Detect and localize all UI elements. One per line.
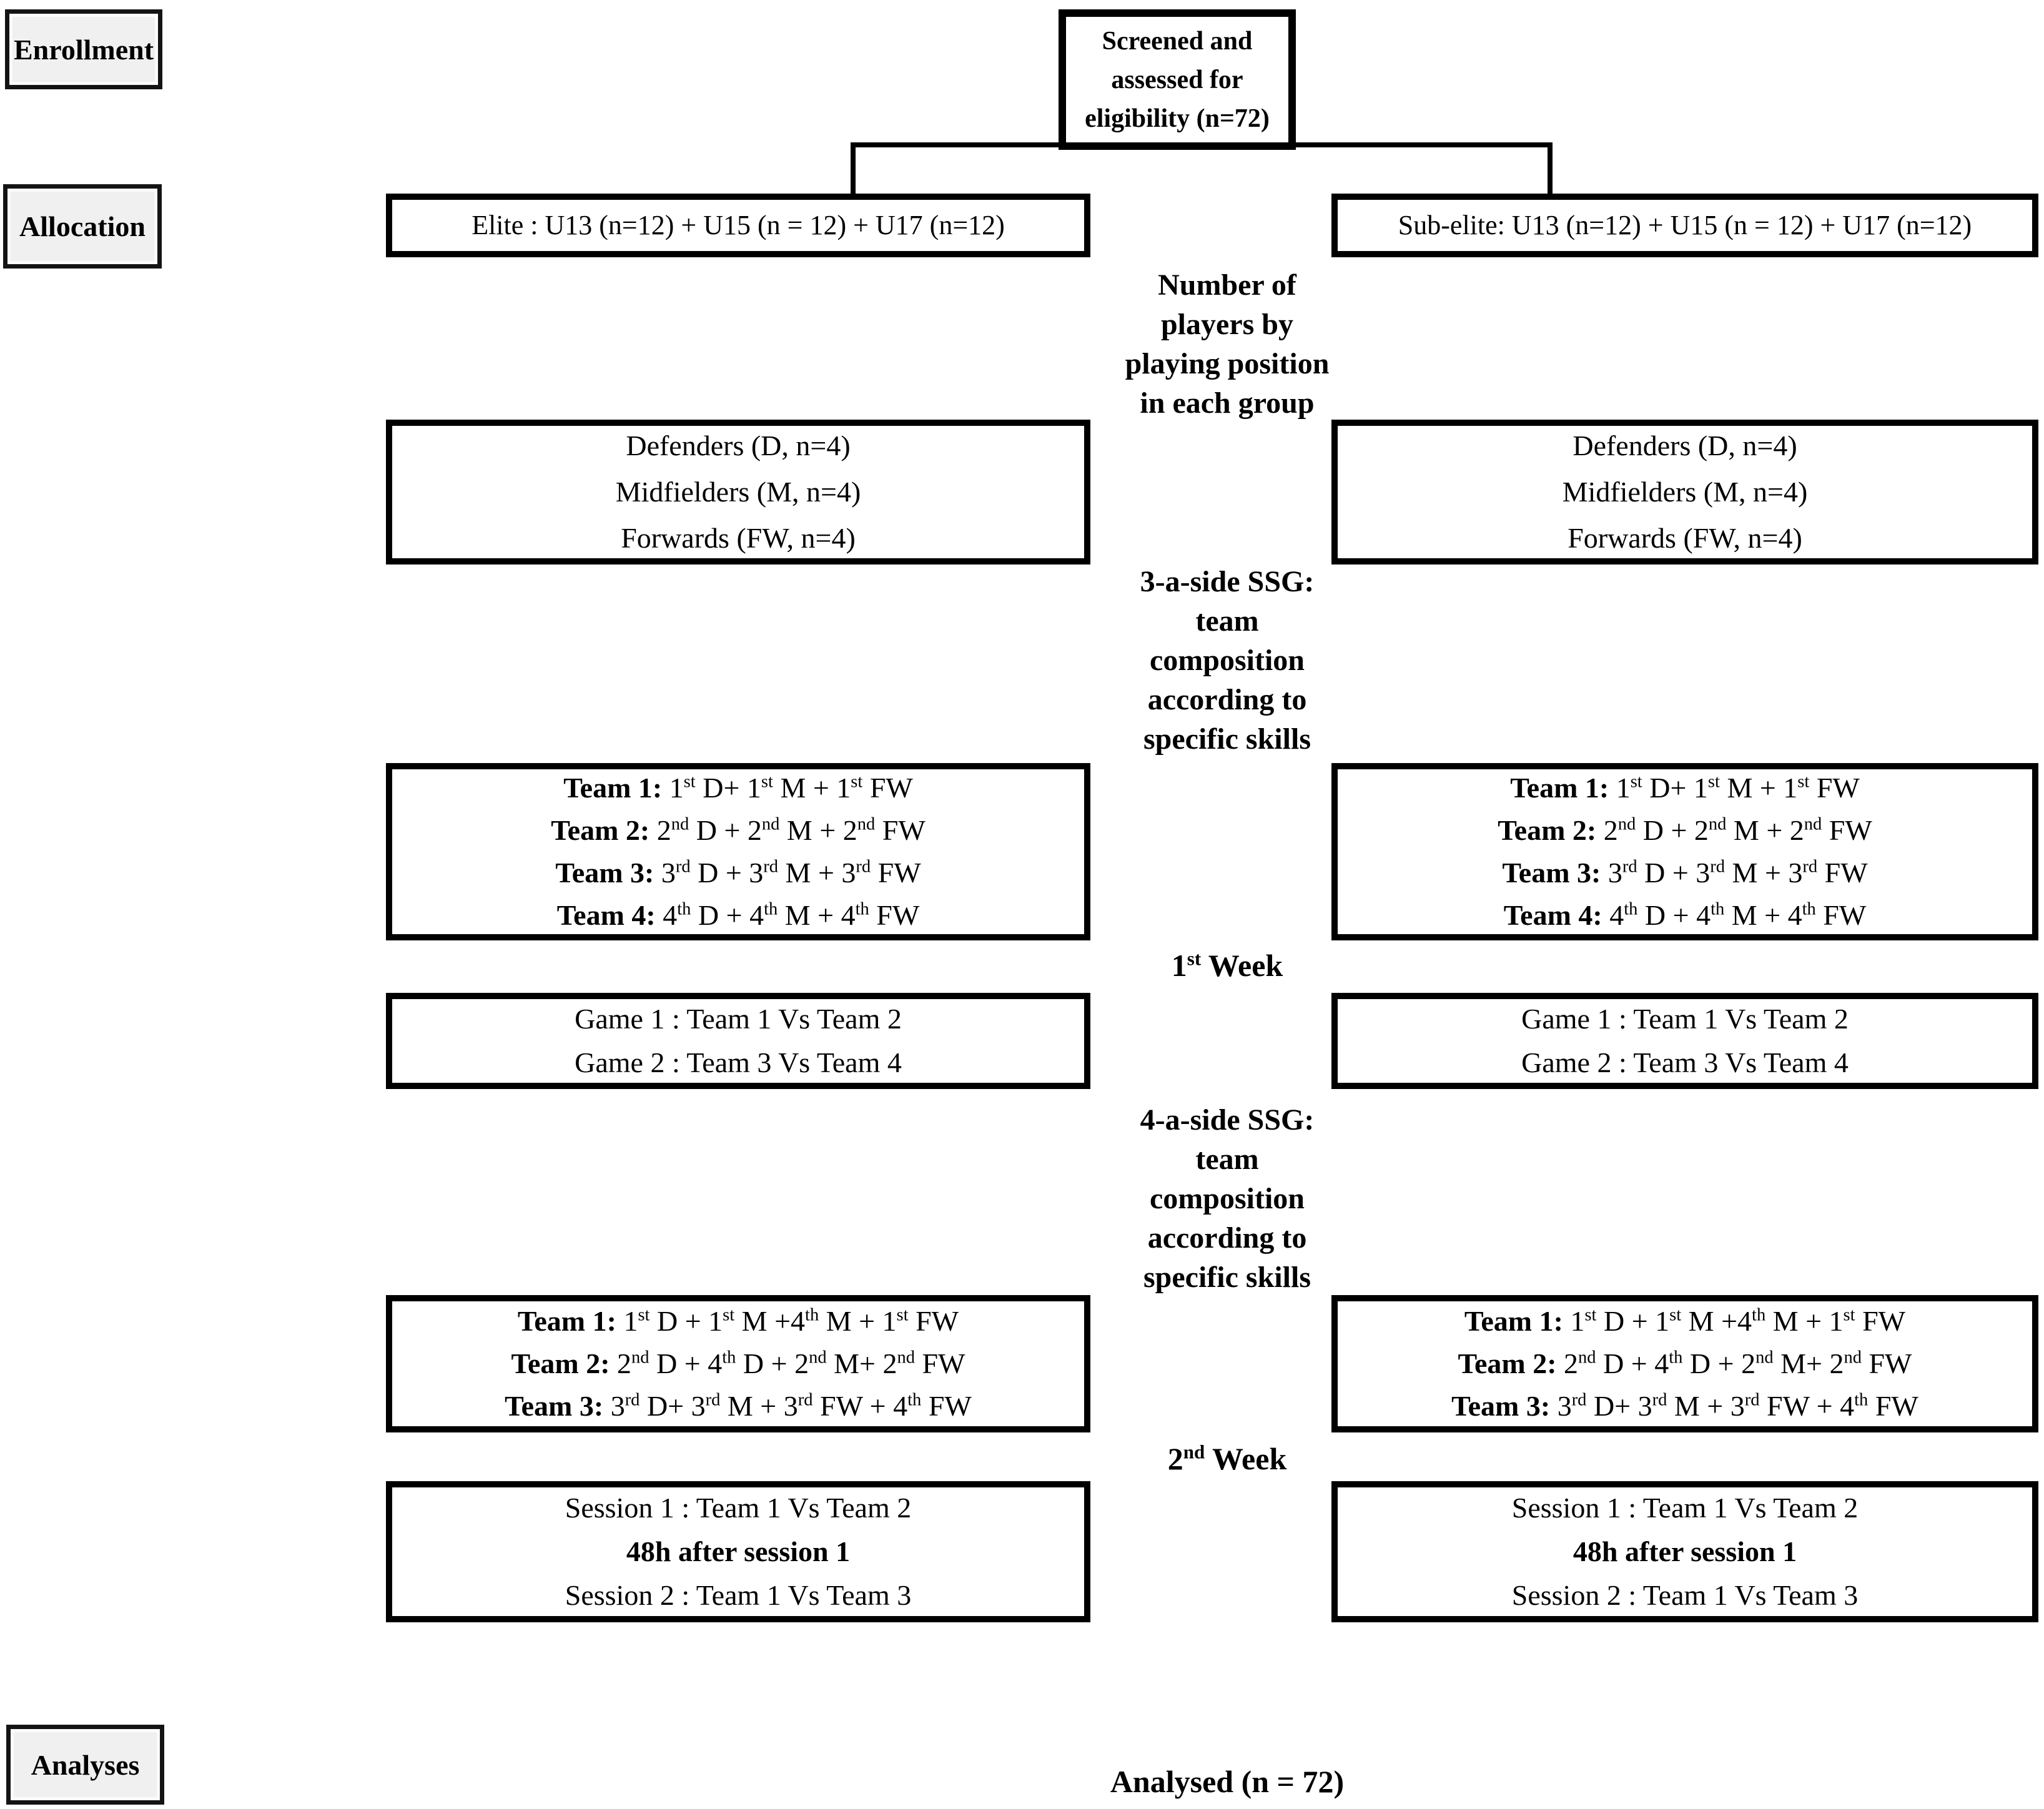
text-line: Team 1: 1st D + 1st M +4th M + 1st FW	[1464, 1305, 1906, 1337]
text-line: Defenders (D, n=4)	[626, 430, 851, 461]
text-line: Team 1: 1st D + 1st M +4th M + 1st FW	[517, 1305, 959, 1337]
stage-label-analyses: Analyses	[6, 1725, 164, 1805]
text-line: Team 2: 2nd D + 2nd M + 2nd FW	[551, 814, 926, 846]
text-line: Team 3: 3rd D + 3rd M + 3rd FW	[555, 857, 921, 889]
text-line: in each group	[1140, 387, 1315, 420]
positions-box-sub-elite: Defenders (D, n=4) Midfielders (M, n=4) Fo…	[1331, 420, 2038, 564]
stage-label-allocation: Allocation	[3, 184, 162, 269]
text-line: Session 2 : Team 1 Vs Team 3	[1511, 1579, 1859, 1611]
text-line: Game 2 : Team 3 Vs Team 4	[575, 1047, 902, 1078]
text-line: Team 3: 3rd D+ 3rd M + 3rd FW + 4th FW	[1451, 1390, 1918, 1422]
text-line: Defenders (D, n=4)	[1572, 430, 1797, 461]
allocation-box-elite: Elite : U13 (n=12) + U15 (n = 12) + U17 …	[386, 194, 1090, 257]
label-4-a-side-ssg: 4-a-side SSG: team composition according to…	[1009, 1100, 1446, 1297]
text-line: Team 3: 3rd D+ 3rd M + 3rd FW + 4th FW	[505, 1390, 972, 1422]
connector-vertical-line-right	[1548, 142, 1553, 195]
text-line: Team 4: 4th D + 4th M + 4th FW	[1503, 899, 1867, 931]
label-players-by-position: Number of players by playing position in ea…	[1009, 265, 1446, 423]
sessions-box-elite: Session 1 : Team 1 Vs Team 2 48h after se…	[386, 1481, 1090, 1622]
text-line: Team 2: 2nd D + 4th D + 2nd M+ 2nd FW	[511, 1348, 965, 1379]
text-line: Session 1 : Team 1 Vs Team 2	[565, 1492, 912, 1524]
connector-vertical-line-left	[851, 142, 856, 195]
text-line: Game 1 : Team 1 Vs Team 2	[1521, 1003, 1849, 1035]
text-line: 4-a-side SSG:	[1140, 1103, 1315, 1136]
text-line: specific skills	[1143, 722, 1311, 756]
sessions-box-sub-elite: Session 1 : Team 1 Vs Team 2 48h after se…	[1331, 1481, 2038, 1622]
text-line: Team 4: 4th D + 4th M + 4th FW	[556, 899, 920, 931]
text-line: team	[1195, 604, 1259, 638]
games-box-elite: Game 1 : Team 1 Vs Team 2 Game 2 : Team 3…	[386, 993, 1090, 1089]
teams-4aside-box-sub-elite: Team 1: 1st D + 1st M +4th M + 1st FW Tea…	[1331, 1295, 2038, 1432]
text-line: Game 2 : Team 3 Vs Team 4	[1521, 1047, 1849, 1078]
text-line: specific skills	[1143, 1261, 1311, 1294]
text-line: composition	[1149, 1182, 1305, 1215]
text-line: 48h after session 1	[626, 1535, 851, 1567]
text-line: Midfielders (M, n=4)	[615, 476, 861, 508]
stage-label-enrollment: Enrollment	[5, 9, 162, 89]
positions-box-elite: Defenders (D, n=4) Midfielders (M, n=4) Fo…	[386, 420, 1090, 564]
teams-3aside-box-sub-elite: Team 1: 1st D+ 1st M + 1st FW Team 2: 2nd…	[1331, 763, 2038, 940]
games-box-sub-elite: Game 1 : Team 1 Vs Team 2 Game 2 : Team 3…	[1331, 993, 2038, 1089]
label-week-2: 2nd Week	[1167, 1441, 1287, 1476]
text-line: Forwards (FW, n=4)	[1568, 522, 1802, 554]
text-line: assessed for	[1111, 65, 1243, 94]
text-line: team	[1195, 1143, 1259, 1176]
text-line: according to	[1147, 683, 1307, 716]
text-line: Forwards (FW, n=4)	[621, 522, 856, 554]
screened-eligibility-box: Screened and assessed for eligibility (n=7…	[1059, 9, 1296, 150]
text-line: Number of	[1158, 269, 1296, 302]
text-line: Screened and	[1102, 26, 1253, 56]
text-line: Game 1 : Team 1 Vs Team 2	[575, 1003, 902, 1035]
text-line: Team 1: 1st D+ 1st M + 1st FW	[1510, 772, 1860, 804]
text-line: 48h after session 1	[1572, 1535, 1797, 1567]
teams-3aside-box-elite: Team 1: 1st D+ 1st M + 1st FW Team 2: 2nd…	[386, 763, 1090, 940]
text-line: Team 1: 1st D+ 1st M + 1st FW	[563, 772, 913, 804]
text-line: composition	[1149, 644, 1305, 677]
text-line: Session 1 : Team 1 Vs Team 2	[1511, 1492, 1859, 1524]
label-3-a-side-ssg: 3-a-side SSG: team composition according to…	[1009, 562, 1446, 759]
text-line: Midfielders (M, n=4)	[1562, 476, 1808, 508]
label-week-1: 1st Week	[1171, 947, 1283, 983]
text-line: Team 2: 2nd D + 4th D + 2nd M+ 2nd FW	[1458, 1348, 1912, 1379]
text-line: according to	[1147, 1221, 1307, 1254]
text-line: eligibility (n=72)	[1085, 104, 1270, 133]
allocation-box-sub-elite: Sub-elite: U13 (n=12) + U15 (n = 12) + U…	[1331, 194, 2038, 257]
text-line: playing position	[1125, 347, 1330, 380]
text-line: Team 3: 3rd D + 3rd M + 3rd FW	[1502, 857, 1868, 889]
text-line: Session 2 : Team 1 Vs Team 3	[565, 1579, 912, 1611]
text-line: Team 2: 2nd D + 2nd M + 2nd FW	[1498, 814, 1872, 846]
teams-4aside-box-elite: Team 1: 1st D + 1st M +4th M + 1st FW Tea…	[386, 1295, 1090, 1432]
label-analysed: Analysed (n = 72)	[1110, 1764, 1345, 1799]
text-line: 3-a-side SSG:	[1140, 565, 1315, 598]
text-line: players by	[1160, 308, 1293, 341]
